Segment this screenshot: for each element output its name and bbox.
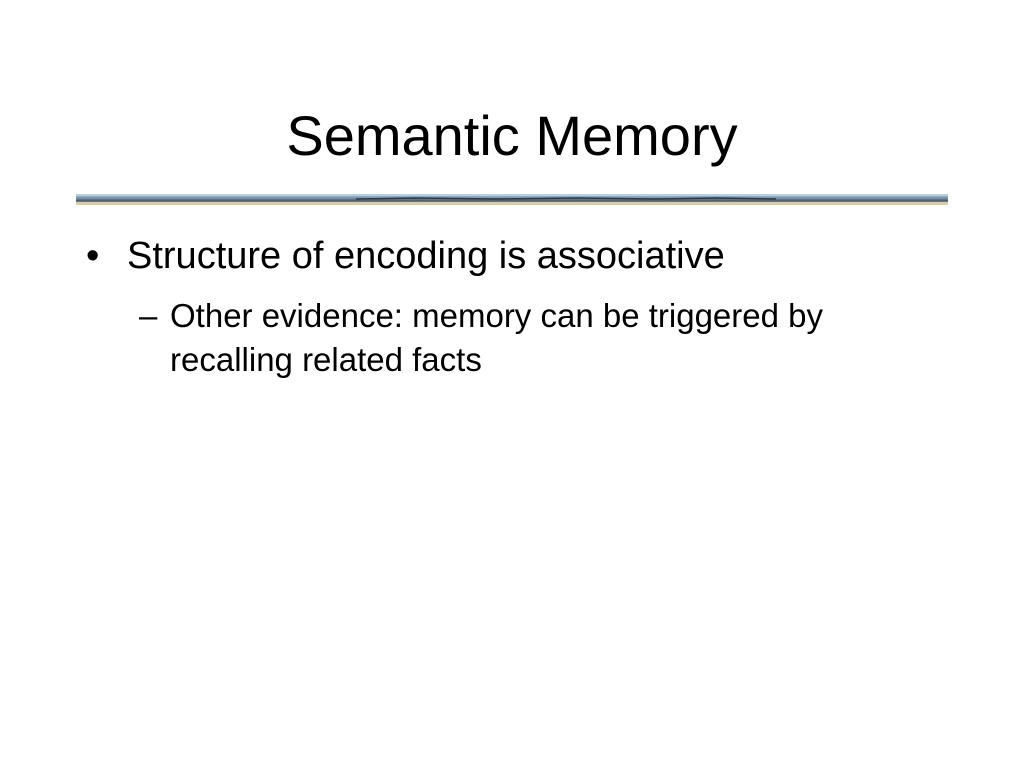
- sub-bullet-marker: –: [139, 297, 158, 334]
- bullet-item: • Structure of encoding is associative: [86, 230, 946, 282]
- bullet-text: Structure of encoding is associative: [127, 235, 725, 277]
- slide-body: • Structure of encoding is associative –…: [86, 230, 946, 382]
- divider-graphic: [76, 194, 948, 205]
- sub-bullet-item: – Other evidence: memory can be triggere…: [86, 294, 930, 382]
- slide-title: Semantic Memory: [286, 104, 738, 167]
- title-divider: [76, 194, 948, 205]
- sub-bullet-text: Other evidence: memory can be triggered …: [170, 297, 823, 378]
- bullet-marker: •: [86, 235, 100, 277]
